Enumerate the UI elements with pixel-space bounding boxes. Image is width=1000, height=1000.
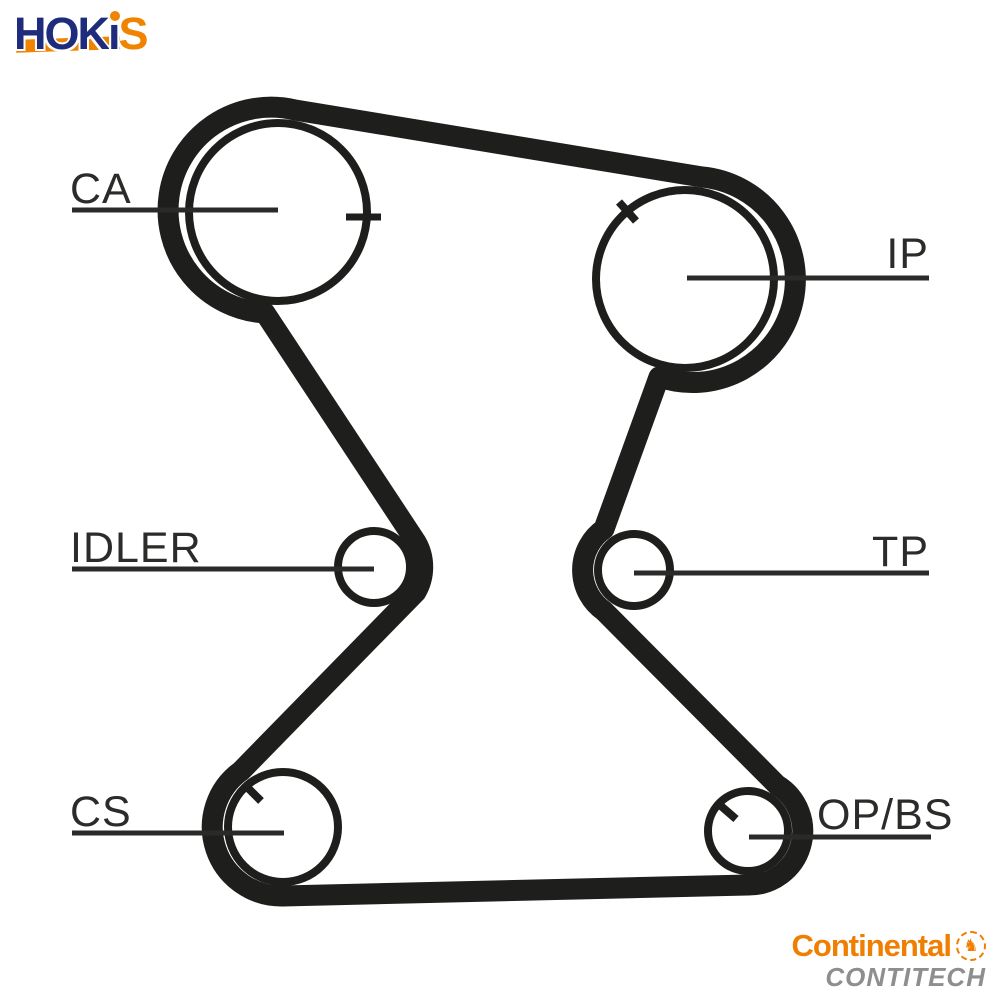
hokis-logo-text-s: S xyxy=(118,8,149,59)
hokis-logo-text-hok: HOK xyxy=(14,8,110,59)
pulley-label-idler: IDLER xyxy=(70,524,202,572)
pulley-label-ca: CA xyxy=(70,165,132,213)
hokis-logo-letter-i: ı xyxy=(108,8,120,59)
contitech-wordmark: CONTITECH xyxy=(825,962,986,992)
continental-wordmark: Continental xyxy=(791,928,952,963)
pulley-label-cs: CS xyxy=(70,788,132,836)
pulley-label-opbs: OP/BS xyxy=(817,791,953,839)
pulley-tp-circle xyxy=(594,530,674,610)
continental-horse-emblem: ♞ xyxy=(956,930,986,961)
pulley-opbs-circle xyxy=(704,787,792,875)
opbs-timing-mark-icon xyxy=(718,802,739,823)
hokis-i-dot xyxy=(110,11,120,21)
continental-logo: Continental ♞ CONTITECH xyxy=(791,928,986,992)
pulley-label-ip: IP xyxy=(886,230,929,278)
timing-belt xyxy=(157,96,814,907)
horse-icon: ♞ xyxy=(963,936,979,955)
pulley-label-tp: TP xyxy=(872,528,929,576)
ip-timing-mark-icon xyxy=(616,199,639,224)
cs-timing-mark-icon xyxy=(242,782,264,804)
